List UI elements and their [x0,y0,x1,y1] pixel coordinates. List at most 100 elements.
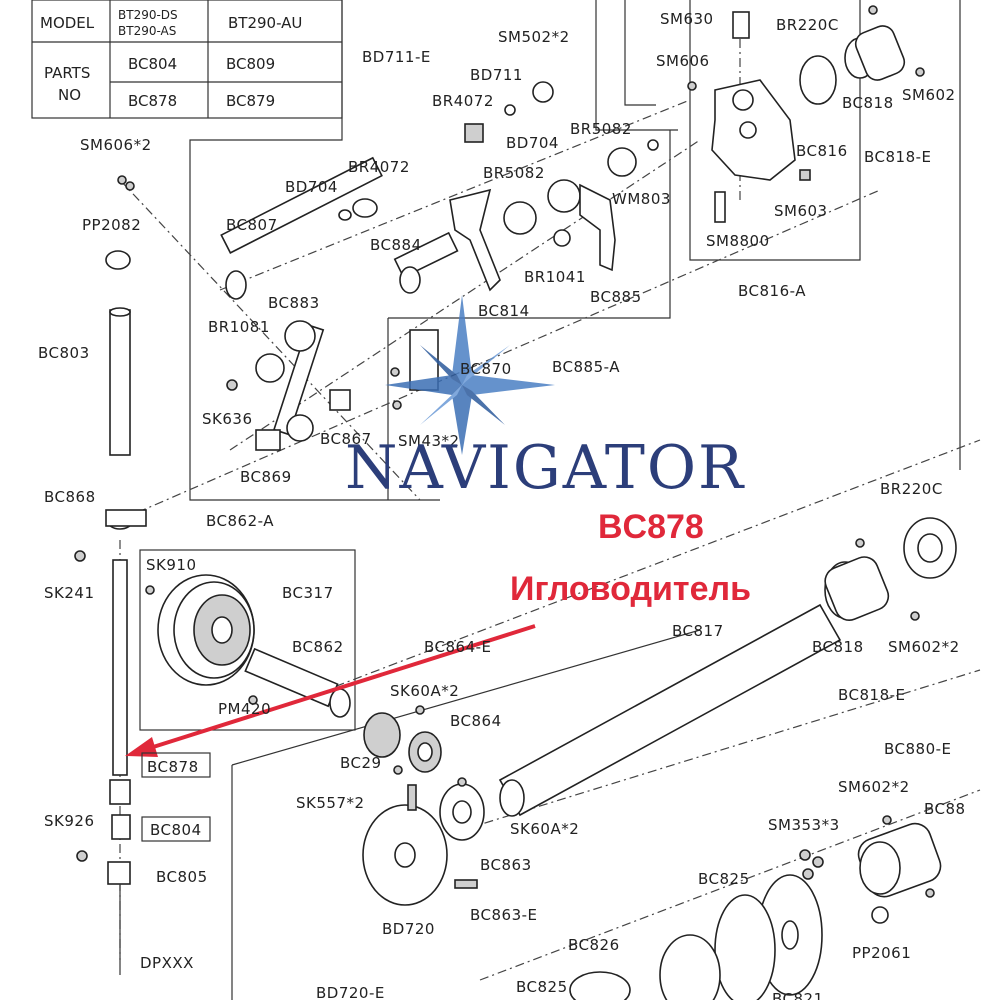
part-label: BR1041 [524,268,586,286]
part-label: SM602*2 [888,638,960,656]
part-code-heading: BC878 [598,508,704,546]
part-label: BC862 [292,638,344,656]
part-label: WM803 [612,190,671,208]
part-label: BD704 [506,134,559,152]
part-label: BD720-E [316,984,385,1000]
part-label: BC818-E [864,148,932,166]
table-cell: BC879 [226,92,275,110]
part-label: BC883 [268,294,320,312]
part-label: SM8800 [706,232,770,250]
part-label: SM630 [660,10,714,28]
gear-assembly [145,574,351,718]
part-label: BC868 [44,488,96,506]
lower-right-assembly [569,815,942,1000]
part-label: BC29 [340,754,382,772]
part-label: BR4072 [348,158,410,176]
part-label: SM43*2 [398,432,460,450]
part-label: BC862-A [206,512,274,530]
part-label: BC818-E [838,686,906,704]
part-label: BC880-E [884,740,952,758]
part-label: PM420 [218,700,271,718]
part-label: SK910 [146,556,197,574]
model-col2: BT290-AU [228,14,302,32]
table-cell: BC809 [226,55,275,73]
part-label: BC818 [812,638,864,656]
bc878-box [141,752,211,778]
parts-no-header: NO [58,86,81,104]
part-label: SK60A*2 [510,820,579,838]
part-label: BC818 [842,94,894,112]
table-cell: BC804 [128,55,177,73]
part-label: BC864-E [424,638,492,656]
bc862a-frame [139,549,356,731]
part-label: BR220C [776,16,839,34]
part-label: BC869 [240,468,292,486]
part-label: BC870 [460,360,512,378]
part-label: BC88 [924,800,966,818]
part-label: BR4072 [432,92,494,110]
part-label: SK557*2 [296,794,365,812]
part-label: BR1081 [208,318,270,336]
part-label: SM603 [774,202,828,220]
model-col1-b: BT290-AS [118,24,176,38]
part-label: BD711-E [362,48,431,66]
logo-star-icon [385,295,555,455]
part-label: BC826 [568,936,620,954]
model-header: MODEL [40,14,95,32]
highlight-arrow [125,624,536,757]
part-description: Игловодитель [510,570,751,608]
part-label: SK636 [202,410,253,428]
brand-logo-text: NAVIGATOR [345,433,745,503]
part-label: SK241 [44,584,95,602]
part-label: BC885 [590,288,642,306]
crank-assembly [220,81,659,451]
part-label: DPXXX [140,954,194,972]
part-label: BC825 [516,978,568,996]
part-label: BC805 [156,868,208,886]
part-label: BR5082 [570,120,632,138]
model-table: MODEL PARTS NO BT290-DS BT290-AS BT290-A… [31,0,343,119]
part-label: BC816-A [738,282,806,300]
part-label: SK60A*2 [390,682,459,700]
part-label: PP2082 [82,216,141,234]
bracket-assembly [687,5,925,223]
part-label: BC803 [38,344,90,362]
part-label: BD711 [470,66,523,84]
part-label: BC317 [282,584,334,602]
parts-header: PARTS [44,64,90,82]
table-cell: BC878 [128,92,177,110]
bc804-box [141,816,211,842]
part-label: BD704 [285,178,338,196]
part-label: PP2061 [852,944,911,962]
part-label: BC821 [772,990,824,1000]
part-label: BR220C [880,480,943,498]
part-label: BC804 [150,821,202,839]
part-label: BC867 [320,430,372,448]
part-label: SK926 [44,812,95,830]
part-label: SM606 [656,52,710,70]
part-label: BR5082 [483,164,545,182]
model-col1-a: BT290-DS [118,8,178,22]
frame-lines [139,0,961,1000]
part-label: SM606*2 [80,136,152,154]
part-label: BC814 [478,302,530,320]
part-label: BC885-A [552,358,620,376]
part-label: BC864 [450,712,502,730]
part-label: SM353*3 [768,816,840,834]
shaft-assembly [362,517,957,906]
part-label: BC807 [226,216,278,234]
part-label: SM602 [902,86,956,104]
part-label: SM602*2 [838,778,910,796]
part-label: BD720 [382,920,435,938]
part-label: BC817 [672,622,724,640]
part-labels: SM606*2 PP2082 BC803 BC868 SK241 BC878 S… [38,10,966,1000]
part-label: SM502*2 [498,28,570,46]
part-label: BC816 [796,142,848,160]
part-label: BC863-E [470,906,538,924]
part-label: BC825 [698,870,750,888]
part-label: BC863 [480,856,532,874]
part-label: BC878 [147,758,199,776]
part-label: BC884 [370,236,422,254]
needle-bar-assembly [74,175,147,975]
